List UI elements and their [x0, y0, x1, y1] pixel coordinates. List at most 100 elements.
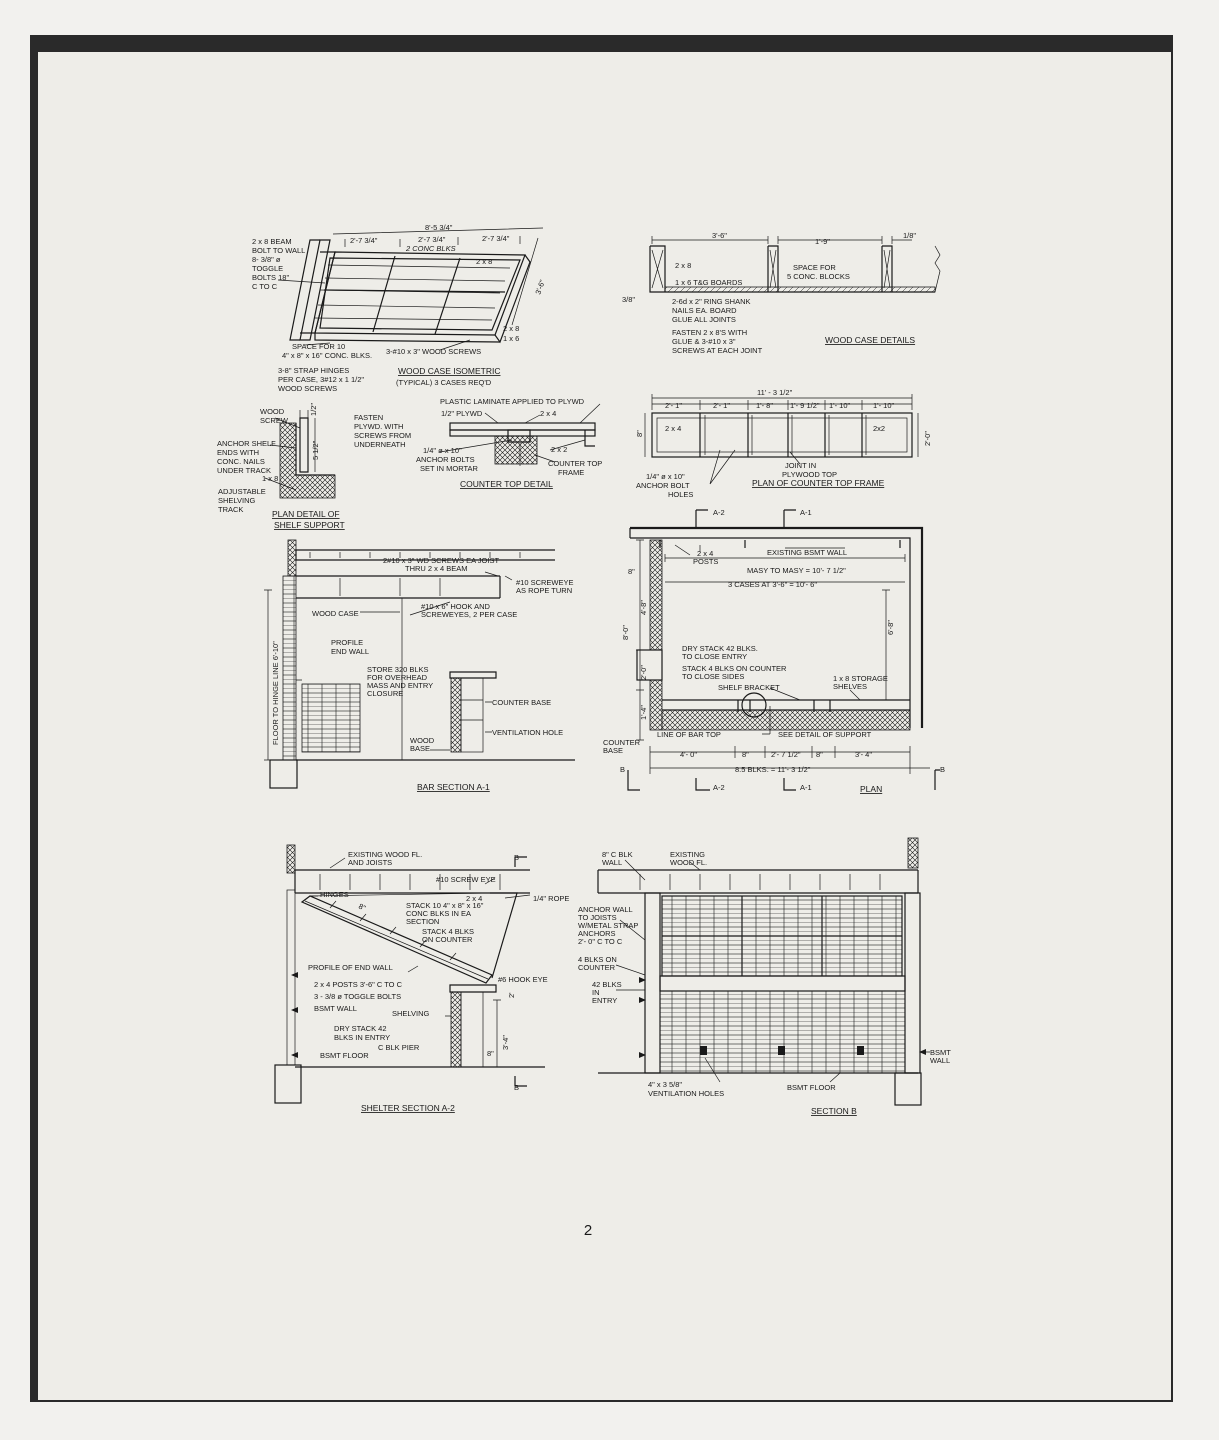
svg-text:WOOD SCREWS: WOOD SCREWS: [278, 384, 337, 393]
svg-text:PLYWD. WITH: PLYWD. WITH: [354, 422, 403, 431]
plan-dim-4ft: 4'- 0": [680, 750, 697, 759]
bar-note-screws: 2#10 x 3" WD SCREWS EA JOIST THRU 2 x 4 …: [383, 556, 499, 573]
plan-dim-cases: 3 CASES AT 3'-6" = 10'- 6": [728, 580, 817, 589]
svg-text:COUNTER: COUNTER: [578, 963, 616, 972]
svg-text:SCREWEYES, 2 PER CASE: SCREWEYES, 2 PER CASE: [421, 610, 517, 619]
ctd-label-plywd: 1/2" PLYWD: [441, 409, 483, 418]
secb-note-anchor: ANCHOR WALL TO JOISTS W/METAL STRAP ANCH…: [578, 905, 638, 946]
svg-text:PLYWOOD TOP: PLYWOOD TOP: [782, 470, 837, 479]
plan-dim-8ft: 8'-0": [621, 625, 630, 640]
plan-label-bracket: SHELF BRACKET: [718, 683, 780, 692]
svg-text:1 x 8 STORAGE: 1 x 8 STORAGE: [833, 674, 888, 683]
svg-text:SCREWS FROM: SCREWS FROM: [354, 431, 411, 440]
wood-case-details: 3'-6" 1'-9" 1/8" 3/8" 2 x 8 1 x 6 T&G BO…: [622, 231, 941, 355]
svg-text:EXISTING: EXISTING: [670, 850, 705, 859]
svg-text:JOINT IN: JOINT IN: [785, 461, 816, 470]
svg-text:#10 x 6" HOOK AND: #10 x 6" HOOK AND: [421, 602, 491, 611]
paper-sheet: [38, 52, 1171, 1400]
shelf-title-2: SHELF SUPPORT: [274, 520, 345, 530]
shelter-dim-8in-b: 8": [487, 1049, 494, 1058]
svg-text:TRACK: TRACK: [218, 505, 243, 514]
iso-note-hinges: 3-8" STRAP HINGES PER CASE, 3#12 x 1 1/2…: [278, 366, 364, 393]
ctd-note-fasten: FASTEN PLYWD. WITH SCREWS FROM UNDERNEAT…: [354, 413, 411, 449]
svg-text:1/4" ø x 10": 1/4" ø x 10": [646, 472, 685, 481]
wood-case-isometric: 8'-5 3/4" 2'-7 3/4" 2'-7 3/4" 2'-7 3/4" …: [252, 223, 547, 393]
pctf-note-joint: JOINT IN PLYWOOD TOP: [782, 461, 837, 479]
svg-text:STACK 4 BLKS ON COUNTER: STACK 4 BLKS ON COUNTER: [682, 664, 787, 673]
svg-text:STORE 320 BLKS: STORE 320 BLKS: [367, 665, 429, 674]
svg-text:2-6d x 2" RING SHANK: 2-6d x 2" RING SHANK: [672, 297, 751, 306]
iso-dim-overall: 8'-5 3/4": [425, 223, 453, 232]
bar-label-floor-hinge: FLOOR TO HINGE LINE 6'-10": [271, 641, 280, 745]
wcd-note-nails: 2-6d x 2" RING SHANK NAILS EA. BOARD GLU…: [672, 297, 751, 324]
svg-text:VENTILATION HOLES: VENTILATION HOLES: [648, 1089, 724, 1098]
plan-detail-shelf-support: WOOD SCREW 1/2" 5 1/2" 1 x 8 ANCHOR SHEL…: [217, 403, 345, 530]
shelf-note-anchor: ANCHOR SHELF ENDS WITH CONC. NAILS UNDER…: [217, 439, 276, 475]
svg-text:TO CLOSE ENTRY: TO CLOSE ENTRY: [682, 652, 747, 661]
svg-text:42 BLKS: 42 BLKS: [592, 980, 622, 989]
bar-note-base: WOOD BASE: [410, 736, 435, 753]
pctf-label-2x2: 2x2: [873, 424, 885, 433]
wcd-dim-a: 3'-6": [712, 231, 727, 240]
svg-text:CONC. NAILS: CONC. NAILS: [217, 457, 265, 466]
svg-text:BASE: BASE: [603, 746, 623, 755]
iso-label-2x8: 2 x 8: [503, 324, 519, 333]
shelter-marker-b-bot: B: [514, 1083, 519, 1092]
svg-text:DRY STACK 42 BLKS.: DRY STACK 42 BLKS.: [682, 644, 758, 653]
section-b: 8" C BLK WALL EXISTING WOOD FL. ANCHOR W…: [578, 837, 951, 1116]
ctd-note-frame: COUNTER TOP FRAME: [548, 459, 602, 477]
svg-text:WOOD FL.: WOOD FL.: [670, 858, 707, 867]
svg-text:2 x 4 POSTS 3'-6" C TO C: 2 x 4 POSTS 3'-6" C TO C: [314, 980, 403, 989]
ctd-title: COUNTER TOP DETAIL: [460, 479, 553, 489]
pctf-dim-2: 2'- 1": [713, 401, 730, 410]
svg-text:8" C BLK: 8" C BLK: [602, 850, 633, 859]
iso-note-screws: 3-#10 x 3" WOOD SCREWS: [386, 347, 481, 356]
iso-title: WOOD CASE ISOMETRIC: [398, 366, 500, 376]
wcd-note-fasten: FASTEN 2 x 8'S WITH GLUE & 3-#10 x 3" SC…: [672, 328, 763, 355]
plan-dim-8-a: 8": [742, 750, 749, 759]
svg-text:BASE: BASE: [410, 744, 430, 753]
svg-text:C TO C: C TO C: [252, 282, 278, 291]
shelter-label-pier: C BLK PIER: [378, 1043, 420, 1052]
pctf-dim-5: 1'- 10": [829, 401, 851, 410]
bar-label-case: WOOD CASE: [312, 609, 359, 618]
iso-dim-b: 2'-7 3/4": [418, 235, 446, 244]
svg-text:SCREWS AT EACH JOINT: SCREWS AT EACH JOINT: [672, 346, 763, 355]
shelter-label-floor: BSMT FLOOR: [320, 1051, 369, 1060]
svg-text:8- 3/8" ø: 8- 3/8" ø: [252, 255, 281, 264]
plan-dim-6-8: 6'-8": [886, 620, 895, 635]
svg-text:4" x 3 5/8": 4" x 3 5/8": [648, 1080, 682, 1089]
svg-text:BOLT TO WALL: BOLT TO WALL: [252, 246, 305, 255]
shelter-title: SHELTER SECTION A-2: [361, 1103, 455, 1113]
svg-text:ANCHORS: ANCHORS: [578, 929, 616, 938]
plan-label-bsmt-wall: EXISTING BSMT WALL: [767, 548, 847, 557]
plan-dim-3-4: 3'- 4": [855, 750, 872, 759]
plan-counter-top-frame: 11' - 3 1/2" 2'- 1" 2'- 1" 1'- 8" 1'- 9 …: [635, 388, 932, 499]
wcd-dim-d: 3/8": [622, 295, 635, 304]
plan-dim-blks: 8.5 BLKS. = 11'- 3 1/2": [735, 765, 811, 774]
svg-text:CONC BLKS IN EA: CONC BLKS IN EA: [406, 909, 471, 918]
svg-text:ADJUSTABLE: ADJUSTABLE: [218, 487, 266, 496]
svg-text:AND JOISTS: AND JOISTS: [348, 858, 392, 867]
pctf-label-2x4: 2 x 4: [665, 424, 681, 433]
page-number: 2: [583, 1222, 593, 1239]
svg-text:4 BLKS ON: 4 BLKS ON: [578, 955, 617, 964]
svg-text:4" x 8" x 16" CONC. BLKS.: 4" x 8" x 16" CONC. BLKS.: [282, 351, 372, 360]
ctd-note-anchor: 1/4" ø x 10" ANCHOR BOLTS SET IN MORTAR: [416, 446, 479, 473]
svg-text:SHELVING: SHELVING: [218, 496, 256, 505]
shelter-dim-3-4: 3'-4": [501, 1035, 510, 1050]
shelter-dim-2ft: 2': [507, 992, 516, 998]
plan-marker-a2-top: A-2: [713, 508, 725, 517]
svg-text:ANCHOR WALL: ANCHOR WALL: [578, 905, 633, 914]
pctf-dim-1: 2'- 1": [665, 401, 682, 410]
svg-text:STACK 4 BLKS: STACK 4 BLKS: [422, 927, 474, 936]
shelter-label-2x4: 2 x 4: [466, 894, 482, 903]
svg-text:TO CLOSE SIDES: TO CLOSE SIDES: [682, 672, 744, 681]
plan-marker-b-right: B: [940, 765, 945, 774]
svg-text:HOLES: HOLES: [668, 490, 693, 499]
plan-dim-masy: MASY TO MASY = 10'- 7 1/2": [747, 566, 846, 575]
secb-note-holes: 4" x 3 5/8" VENTILATION HOLES: [648, 1080, 724, 1098]
iso-label-2x8-top: 2 x 8: [476, 257, 492, 266]
shelter-label-rope: 1/4" ROPE: [533, 894, 569, 903]
